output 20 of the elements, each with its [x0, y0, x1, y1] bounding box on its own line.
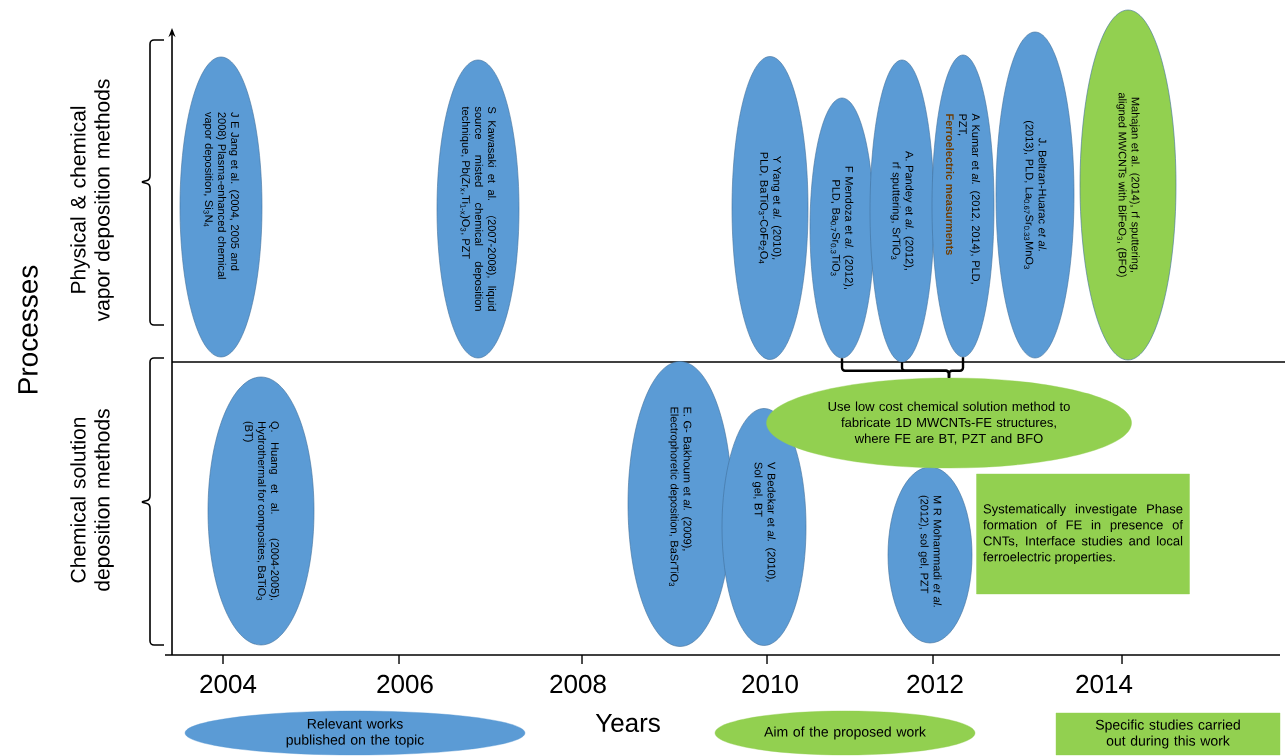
axis-title: Processes	[18, 265, 38, 394]
ellipse-node: Mahajan et al. (2014), rf sputtering, aligned MWCNTs with BiFeO$_{3}$, (BFO)	[1079, 9, 1177, 361]
year-label: 2012	[907, 674, 963, 694]
ellipse-node: F Mendoza et al. (2012), PLD, Ba$_{0.7}$Sr$_{0.3}$TiO$_{3}$	[809, 97, 875, 359]
group-label: Physical & chemical vapor deposition methods	[70, 79, 114, 322]
year-label: 2004	[200, 674, 257, 694]
year-label: 2010	[742, 674, 798, 694]
legend-label: Specific studies carried out during this work	[1095, 719, 1240, 749]
year-label: 2008	[550, 674, 606, 694]
ellipse-node: Q. Huang et al. (2004-2005), Hydrothermal for composites, BaTiO$_{3}$ (BT)	[207, 376, 315, 646]
year-label: 2006	[377, 674, 433, 694]
ellipse-node: V Bedekar et al. (2010), Sol gel, BT	[721, 408, 807, 646]
bracket-connector	[947, 357, 965, 378]
axis-title: Years	[595, 713, 660, 733]
ellipse-node: A Kumar et al. (2012, 2014), PLD, PZT, Ferroelectric measurments	[931, 54, 995, 358]
study-box: Systematically investigate Phase formation of FE in presence of CNTs, Interface studies and local ferroelectric properties.	[976, 473, 1190, 595]
group-label: Chemical solution deposition methods	[70, 409, 114, 591]
legend-label: Aim of the proposed work	[764, 726, 926, 740]
year-label: 2014	[1076, 674, 1133, 694]
legend-label: Relevant works published on the topic	[286, 718, 424, 748]
